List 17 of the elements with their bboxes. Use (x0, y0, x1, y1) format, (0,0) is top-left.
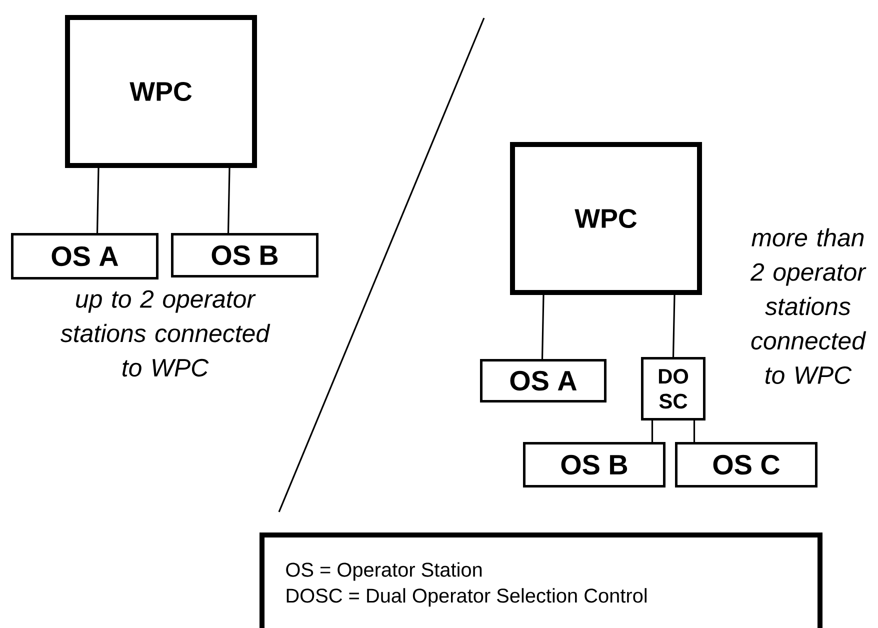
controller-box: WPC (65, 15, 257, 168)
station-box: OS B (523, 442, 666, 488)
caption-text: up to 2 operator stations connected to WPC (60, 290, 270, 377)
key-box: OS = Operator Station DOSC = Dual Operator Selection Control (260, 532, 822, 628)
station-box: OS C (675, 442, 818, 488)
station-box: OS B (171, 233, 318, 278)
connector-line (651, 420, 654, 442)
connector-line (672, 294, 676, 358)
connector-line (541, 294, 544, 360)
connector-line (227, 168, 230, 234)
controller-box: WPC (510, 142, 702, 295)
selector-box: DO SC (641, 357, 706, 420)
station-box: OS A (11, 233, 158, 280)
station-box: OS A (480, 359, 606, 402)
caption-text: more than 2 operator stations connected to WPC (750, 228, 866, 384)
connector-line (693, 420, 696, 442)
connector-line (96, 168, 100, 233)
